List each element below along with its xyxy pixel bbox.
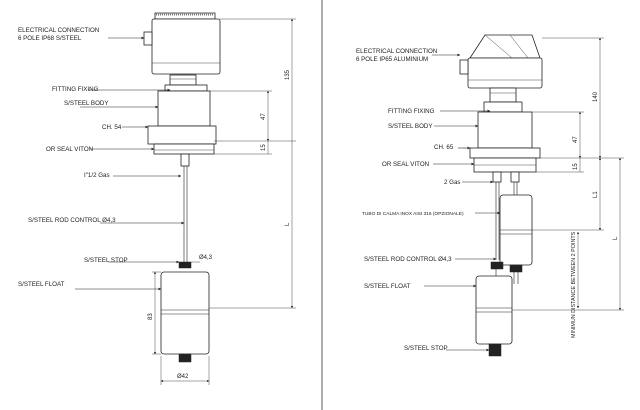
left-dim-L: L (285, 222, 291, 226)
left-electrical-label-1: ELECTRICAL CONNECTION (18, 27, 99, 34)
right-body-label: S/STEEL BODY (388, 123, 432, 130)
right-rod-label: S/STEEL ROD CONTROL Ø4,3 (364, 256, 452, 263)
right-dim-min-distance: MINIMUN DISTANCE BETWEEN 2 POINTS (571, 231, 577, 338)
right-float (475, 275, 513, 357)
left-float-label: S/STEEL FLOAT (18, 281, 65, 288)
left-dim-15: 15 (261, 144, 267, 151)
left-dim-83: 83 (148, 313, 154, 320)
right-leaders (424, 53, 501, 352)
right-float-label: S/STEEL FLOAT (364, 283, 411, 290)
left-dim-135: 135 (285, 69, 291, 80)
right-sensor-drawing: ELECTRICAL CONNECTION 6 POLE IP65 ALUMIN… (356, 34, 624, 357)
left-ch-label: CH. 54 (102, 124, 122, 131)
right-dim-L1: L1 (593, 191, 599, 198)
right-oring-label: OR SEAL VITON (382, 161, 429, 168)
right-dimensions (512, 37, 624, 311)
left-oring-label: OR SEAL VITON (46, 146, 93, 153)
right-stop-label: S/STEEL STOP (404, 345, 448, 352)
left-sensor-drawing: ELECTRICAL CONNECTION 6 POLE IP68 S/STEE… (18, 12, 296, 385)
right-tube-label: TUBO DI CALMA INOX AISI 316 (OPZIONALE) (362, 211, 464, 217)
right-electrical-label-2: 6 POLE IP65 ALUMINIUM (356, 56, 428, 63)
left-dim-47: 47 (261, 113, 267, 120)
right-fitting-label: FITTING FIXING (388, 108, 435, 115)
left-dim-rod-dia: Ø4,3 (199, 255, 213, 261)
right-connection-head (459, 34, 543, 89)
left-rod-label: S/STEEL ROD CONTROL Ø4,3 (28, 217, 116, 224)
right-rod-stop (490, 261, 504, 270)
right-dim-140: 140 (593, 91, 599, 102)
left-stop-label: S/STEEL STOP (84, 257, 128, 264)
right-dim-L: L (613, 236, 619, 240)
left-leaders (75, 36, 185, 291)
left-float (160, 271, 210, 363)
left-connection-head (143, 12, 221, 75)
left-dimensions (152, 18, 296, 385)
left-gas-label: I"1/2 Gas (84, 172, 110, 179)
right-ch-label: CH. 65 (434, 144, 454, 151)
right-fitting-body (469, 87, 541, 183)
right-dim-15: 15 (573, 163, 579, 170)
right-gas-label: 2 Gas (444, 179, 461, 186)
left-electrical-label-2: 6 POLE IP68 S/STEEL (18, 35, 82, 42)
right-dim-47: 47 (573, 136, 579, 143)
left-stop (178, 261, 192, 269)
left-fitting-label: FITTING FIXING (52, 86, 99, 93)
left-fitting-body (147, 74, 217, 167)
left-body-label: S/STEEL BODY (64, 100, 108, 107)
right-electrical-label-1: ELECTRICAL CONNECTION (356, 48, 437, 55)
left-dim-42: Ø42 (177, 374, 189, 380)
